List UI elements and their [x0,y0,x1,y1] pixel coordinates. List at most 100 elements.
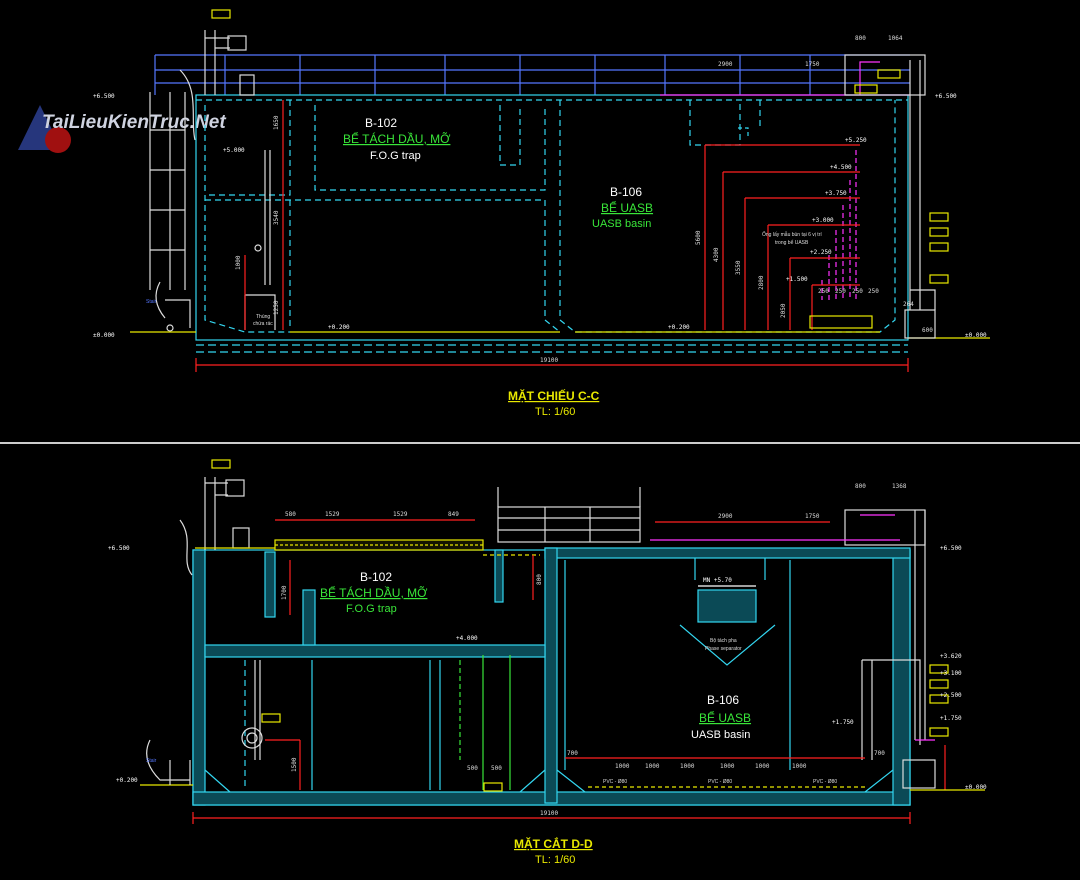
bottom-view-scale: TL: 1/60 [535,854,575,866]
top-dim-800: 800 [855,35,866,42]
tank-walls-bottom [192,547,911,806]
bot-dim-1500: 1500 [291,757,298,772]
top-note-sampling-2: trong bể UASB [775,239,809,246]
top-level-1500: +1.500 [786,276,808,283]
outlet-pipe-top [844,54,936,339]
bot-pipe-pvc-a: PVC - Ø80 [603,779,627,785]
dimension-lines-top [195,100,909,372]
top-dim-250a: 250 [818,288,829,295]
dimension-lines-bottom [192,519,946,824]
top-level-5000: +5.000 [223,147,245,154]
watermark-logo: TaiLieuKienTruc.Net [18,105,226,153]
ground-line-top [130,331,990,339]
bot-dim-1000b: 1000 [645,763,660,770]
ladder-bottom [146,519,193,785]
top-dim-600: 600 [922,327,933,334]
ground-line-bottom [140,547,985,791]
gas-pipes-bottom [650,514,935,741]
bot-dim-800: 800 [536,574,543,585]
top-level-0000-left: ±0.000 [93,332,115,339]
pipes-bottom [204,477,936,789]
bot-dim-1529b: 1529 [393,511,408,518]
top-note-bin-2: chứa rác [253,321,273,327]
top-level-4500: +4.500 [830,164,852,171]
bottom-view-title: MẶT CẮT D-D [514,836,593,851]
top-note-sampling-1: Ống lấy mẫu bùn tại 6 vị trí [762,231,822,238]
tank-outline-top [195,94,909,353]
top-view [130,9,990,372]
top-dim-3550: 3550 [735,260,742,275]
bot-pipe-pvc-c: PVC - Ø80 [813,779,837,785]
top-dim-2900: 2900 [718,61,733,68]
bot-level-6500-right: +6.500 [940,545,962,552]
bot-dim-1000e: 1000 [755,763,770,770]
top-dim-250d: 250 [868,288,879,295]
handrail [154,54,910,95]
top-level-5250: +5.250 [845,137,867,144]
bot-pipe-pvc-b: PVC - Ø80 [708,779,732,785]
top-level-3000: +3.000 [812,217,834,224]
top-level-3750: +3.750 [825,190,847,197]
bot-tank1-name-vi: BỂ TÁCH DẦU, MỠ [320,585,428,600]
top-dim-1064: 1064 [888,35,903,42]
bot-water-level: MN +5.70 [703,577,732,584]
top-level-0200-b: +0.200 [668,324,690,331]
phase-separator [679,585,776,666]
watermark-text: TaiLieuKienTruc.Net [42,112,226,133]
top-tank1-name-vi: BỂ TÁCH DẦU, MỠ [343,131,451,146]
bot-dim-1368: 1368 [892,483,907,490]
top-tank1-name-en: F.O.G trap [370,150,421,162]
bot-note-gas-2: Phase separator [705,646,742,652]
top-stair-label: Stair [146,299,157,305]
level-tags-bottom [211,459,949,792]
bot-level-0000: ±0.000 [965,784,987,791]
bot-dim-800: 800 [855,483,866,490]
bot-level-1750-b: +1.750 [940,715,962,722]
top-tank2-code: B-106 [610,185,642,199]
bot-tank1-name-en: F.O.G trap [346,603,397,615]
top-dim-total: 19100 [540,357,558,364]
top-dim-3540: 3540 [273,210,280,225]
bot-note-gas-1: Bộ tách pha [710,638,737,644]
bot-level-6500-left: +6.500 [108,545,130,552]
level-tags-top [211,9,949,329]
handrail-bottom [497,487,641,543]
ladder-left [149,69,196,332]
top-tank1-code: B-102 [365,116,397,130]
top-level-6500-left: +6.500 [93,93,115,100]
bot-level-3620: +3.620 [940,653,962,660]
bot-dim-700-left: 700 [567,750,578,757]
top-view-title: MẶT CHIẾU C-C [508,388,600,403]
bot-dim-700-right: 700 [874,750,885,757]
top-view-text: B-102 BỂ TÁCH DẦU, MỠ F.O.G trap B-106 B… [93,35,987,418]
top-dim-1650: 1650 [273,115,280,130]
bot-dim-1000a: 1000 [615,763,630,770]
top-note-bin-1: Thùng [256,314,270,320]
bot-level-3100: +3.100 [940,670,962,677]
top-dim-1750: 1750 [805,61,820,68]
bot-tank2-code: B-106 [707,693,739,707]
bot-dim-1000f: 1000 [792,763,807,770]
distribution-pipe [274,539,865,788]
bot-tank1-code: B-102 [360,570,392,584]
bot-dim-500b: 500 [491,765,502,772]
top-level-2250: +2.250 [810,249,832,256]
bottom-view [140,459,985,824]
bot-tank2-name-en: UASB basin [691,729,750,741]
bot-level-2500: +2.500 [940,692,962,699]
bot-dim-1700: 1700 [281,585,288,600]
bot-level-0200: +0.200 [116,777,138,784]
air-pipes [459,655,511,790]
top-dim-1000: 1000 [235,255,242,270]
bot-tank2-name-vi: BỂ UASB [699,710,751,725]
top-level-6500-right: +6.500 [935,93,957,100]
top-level-0000-right: ±0.000 [965,332,987,339]
top-dim-2800: 2800 [758,275,765,290]
top-dim-4300: 4300 [713,247,720,262]
top-dim-1250: 1250 [273,300,280,315]
top-tank2-name-en: UASB basin [592,218,651,230]
bot-level-1750-a: +1.750 [832,719,854,726]
bot-dim-849: 849 [448,511,459,518]
bot-dim-1000d: 1000 [720,763,735,770]
